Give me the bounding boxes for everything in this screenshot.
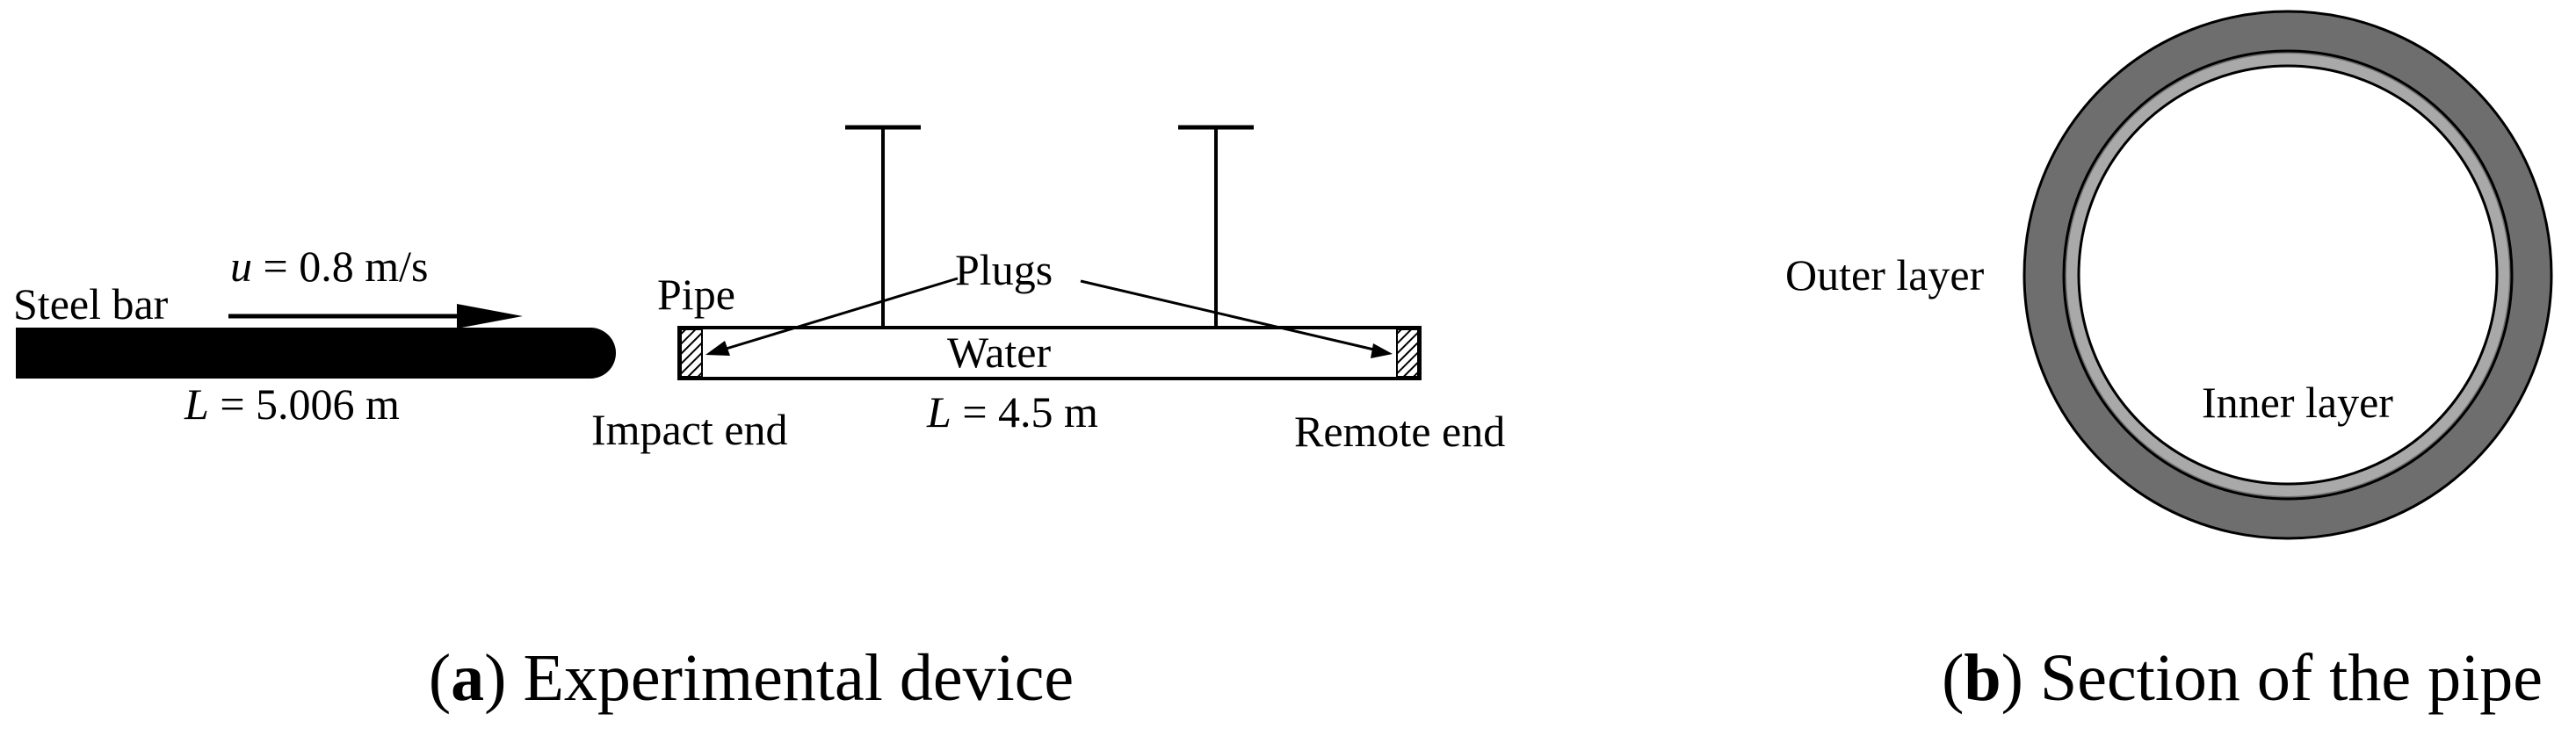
pipe-length-symbol: L (926, 387, 952, 437)
pipe-length-label: L = 4.5 m (926, 387, 1098, 437)
bar-length-symbol: L (184, 379, 209, 429)
plugs-arrowhead-left (706, 341, 730, 356)
panel-b-pipe-section: Outer layer Inner layer (b) Section of t… (1785, 10, 2553, 715)
remote-end-plug (1396, 328, 1419, 378)
pipe-label: Pipe (657, 270, 735, 319)
inner-layer-label: Inner layer (2202, 378, 2393, 427)
velocity-symbol: u (230, 242, 252, 291)
pipe-bore (2077, 64, 2499, 486)
caption-a-text: Experimental device (506, 641, 1074, 715)
plugs-label: Plugs (955, 245, 1053, 294)
caption-b: (b) Section of the pipe (1942, 641, 2543, 715)
pipe-length-value: = 4.5 m (952, 387, 1098, 437)
outer-layer-label: Outer layer (1785, 250, 1985, 299)
caption-a: (a) Experimental device (429, 641, 1074, 715)
bar-length-value: = 5.006 m (209, 379, 400, 429)
caption-b-text: Section of the pipe (2023, 641, 2543, 715)
bar-length-label: L = 5.006 m (184, 379, 400, 429)
steel-bar (16, 328, 616, 379)
velocity-value: = 0.8 m/s (252, 242, 428, 291)
caption-a-letter: a (451, 641, 484, 715)
plugs-arrow-left (720, 277, 959, 352)
velocity-label: u = 0.8 m/s (230, 242, 428, 291)
remote-end-label: Remote end (1294, 407, 1505, 456)
water-label: Water (947, 328, 1051, 377)
caption-b-letter: b (1964, 641, 2001, 715)
impact-end-plug (680, 328, 703, 378)
pipe (677, 326, 1422, 380)
steel-bar-label: Steel bar (13, 279, 169, 328)
velocity-arrowhead (457, 304, 523, 328)
outer-layer-inner-edge (2062, 49, 2514, 501)
impact-end-label: Impact end (591, 405, 788, 454)
plugs-arrowhead-right (1371, 343, 1393, 358)
plugs-arrow-right (1080, 279, 1378, 352)
panel-a-experimental-device: Steel bar u = 0.8 m/s L = 5.006 m Pipe P… (13, 125, 1505, 715)
